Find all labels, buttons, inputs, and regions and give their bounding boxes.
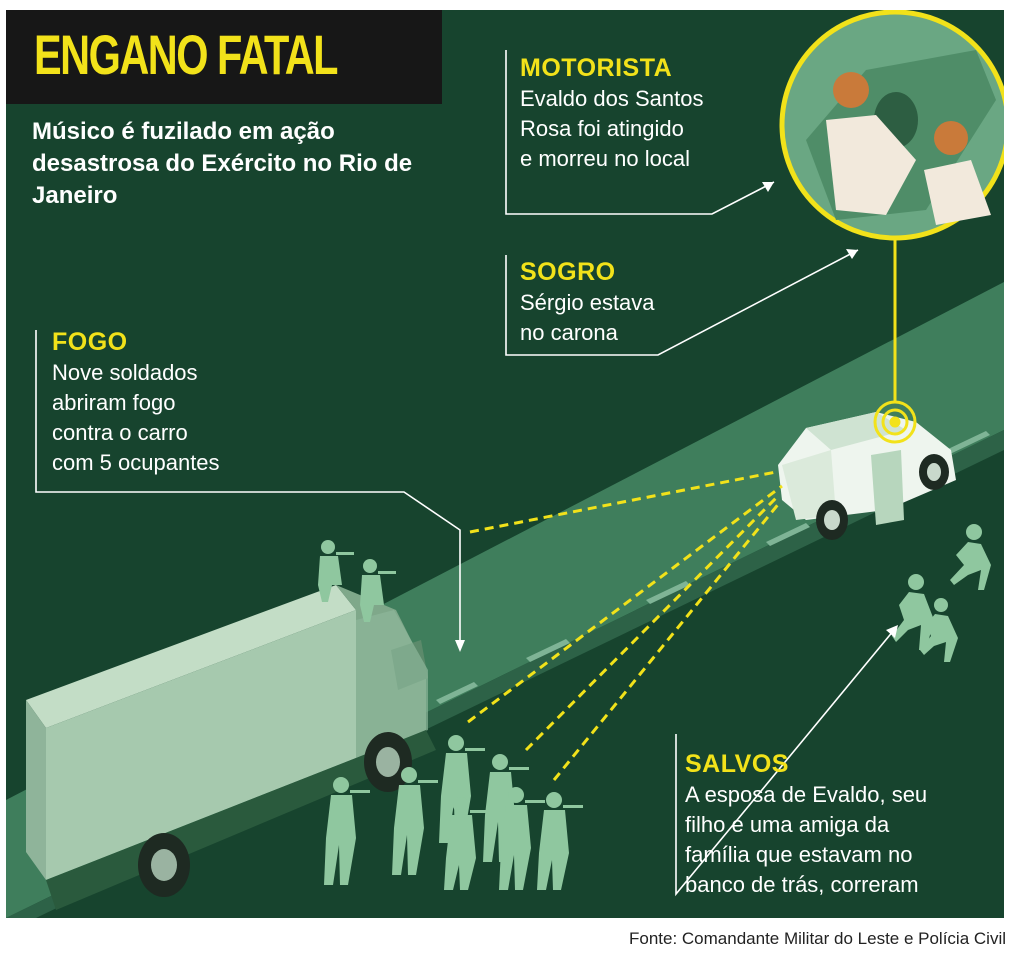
- running-person-icon: [950, 524, 991, 590]
- soldiers: [318, 540, 583, 890]
- callout-label: SALVOS: [685, 750, 789, 778]
- callout-label: MOTORISTA: [520, 54, 673, 82]
- callout-line: com 5 ocupantes: [52, 450, 220, 475]
- callout-arrowheads: [455, 182, 898, 652]
- car-icon: [778, 412, 956, 540]
- source-credit: Fonte: Comandante Militar do Leste e Pol…: [628, 929, 1006, 948]
- soldier-icon: [360, 559, 396, 622]
- callout-text: Sérgio estava no carona: [520, 288, 655, 348]
- callout-line: A esposa de Evaldo, seu: [685, 782, 928, 807]
- running-people: [892, 524, 991, 662]
- callout-line: no carona: [520, 320, 618, 345]
- headline-banner: [6, 10, 442, 104]
- callout-line: contra o carro: [52, 420, 188, 445]
- bullet-lines: [467, 470, 783, 781]
- lane-dashes: [436, 431, 990, 704]
- callout-line: Nove soldados: [52, 360, 198, 385]
- soldier-icon: [318, 540, 354, 602]
- headline: ENGANO FATAL: [34, 23, 338, 86]
- callout-line: abriram fogo: [52, 390, 176, 415]
- running-person-icon: [892, 574, 934, 650]
- soldier-icon: [444, 797, 490, 890]
- driver-zoom-circle: [779, 10, 1004, 241]
- callout-line: Sérgio estava: [520, 290, 655, 315]
- scene-illustration: [6, 10, 1004, 918]
- soldier-icon: [537, 792, 583, 890]
- truck-icon: [26, 585, 436, 910]
- callout-lines: [35, 50, 895, 897]
- callout-line: e morreu no local: [520, 146, 690, 171]
- callout-line: banco de trás, correram: [685, 872, 919, 897]
- callout-text: Evaldo dos Santos Rosa foi atingido e mo…: [520, 84, 703, 174]
- callout-line: Evaldo dos Santos: [520, 86, 704, 111]
- soldier-icon: [499, 787, 545, 890]
- running-person-icon: [920, 598, 958, 662]
- callout-label: FOGO: [52, 328, 128, 356]
- callout-label: SOGRO: [520, 258, 616, 286]
- callout-text: Nove soldados abriram fogo contra o carr…: [52, 358, 220, 478]
- callout-line: filho e uma amiga da: [685, 812, 890, 837]
- soldier-icon: [392, 767, 438, 875]
- callout-line: Rosa foi atingido: [520, 116, 684, 141]
- subtitle: Músico é fuzilado em ação desastrosa do …: [32, 118, 413, 209]
- callout-line: família que estavam no: [685, 842, 913, 867]
- soldier-icon: [324, 777, 370, 885]
- callout-text: A esposa de Evaldo, seu filho e uma amig…: [685, 780, 927, 900]
